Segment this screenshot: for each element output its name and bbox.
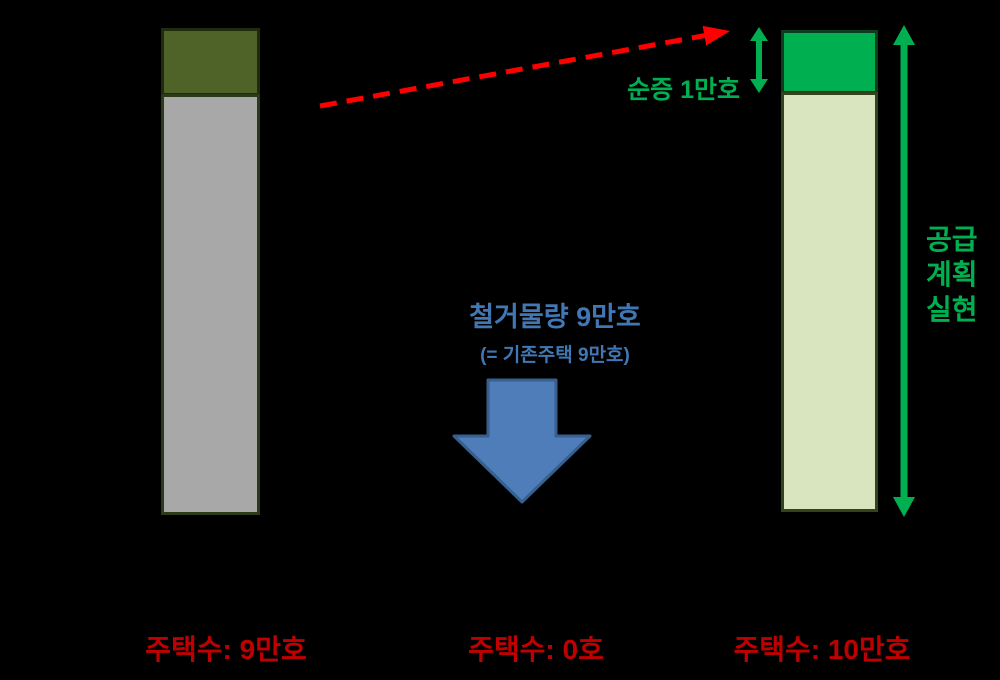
net-increase-label: 순증 1만호 [627, 76, 740, 104]
supply-range-double-arrow [893, 25, 915, 517]
left-count-label: 주택수: 9만호 [145, 634, 307, 665]
down-block-arrow [452, 378, 592, 504]
supply-plan-label: 공급 계획 실현 [926, 222, 996, 327]
middle-count-label: 주택수: 0호 [468, 634, 604, 665]
right-bar-top-segment [781, 30, 878, 94]
right-bar-body-segment [781, 92, 878, 512]
left-bar-top-segment [161, 28, 260, 96]
left-bar-gray-segment [161, 94, 260, 515]
supply-plan-line: 계획 [926, 259, 978, 290]
demolition-title: 철거물량 9만호 [469, 302, 641, 332]
demolition-label: 철거물량 9만호 (= 기존주택 9만호) [410, 295, 700, 367]
net-increase-double-arrow [750, 27, 768, 93]
right-count-label: 주택수: 10만호 [733, 634, 911, 665]
red-dashed-arrow [319, 25, 730, 109]
supply-plan-line: 실현 [926, 294, 978, 325]
demolition-subtitle: (= 기존주택 9만호) [480, 345, 630, 366]
supply-plan-line: 공급 [926, 224, 978, 255]
